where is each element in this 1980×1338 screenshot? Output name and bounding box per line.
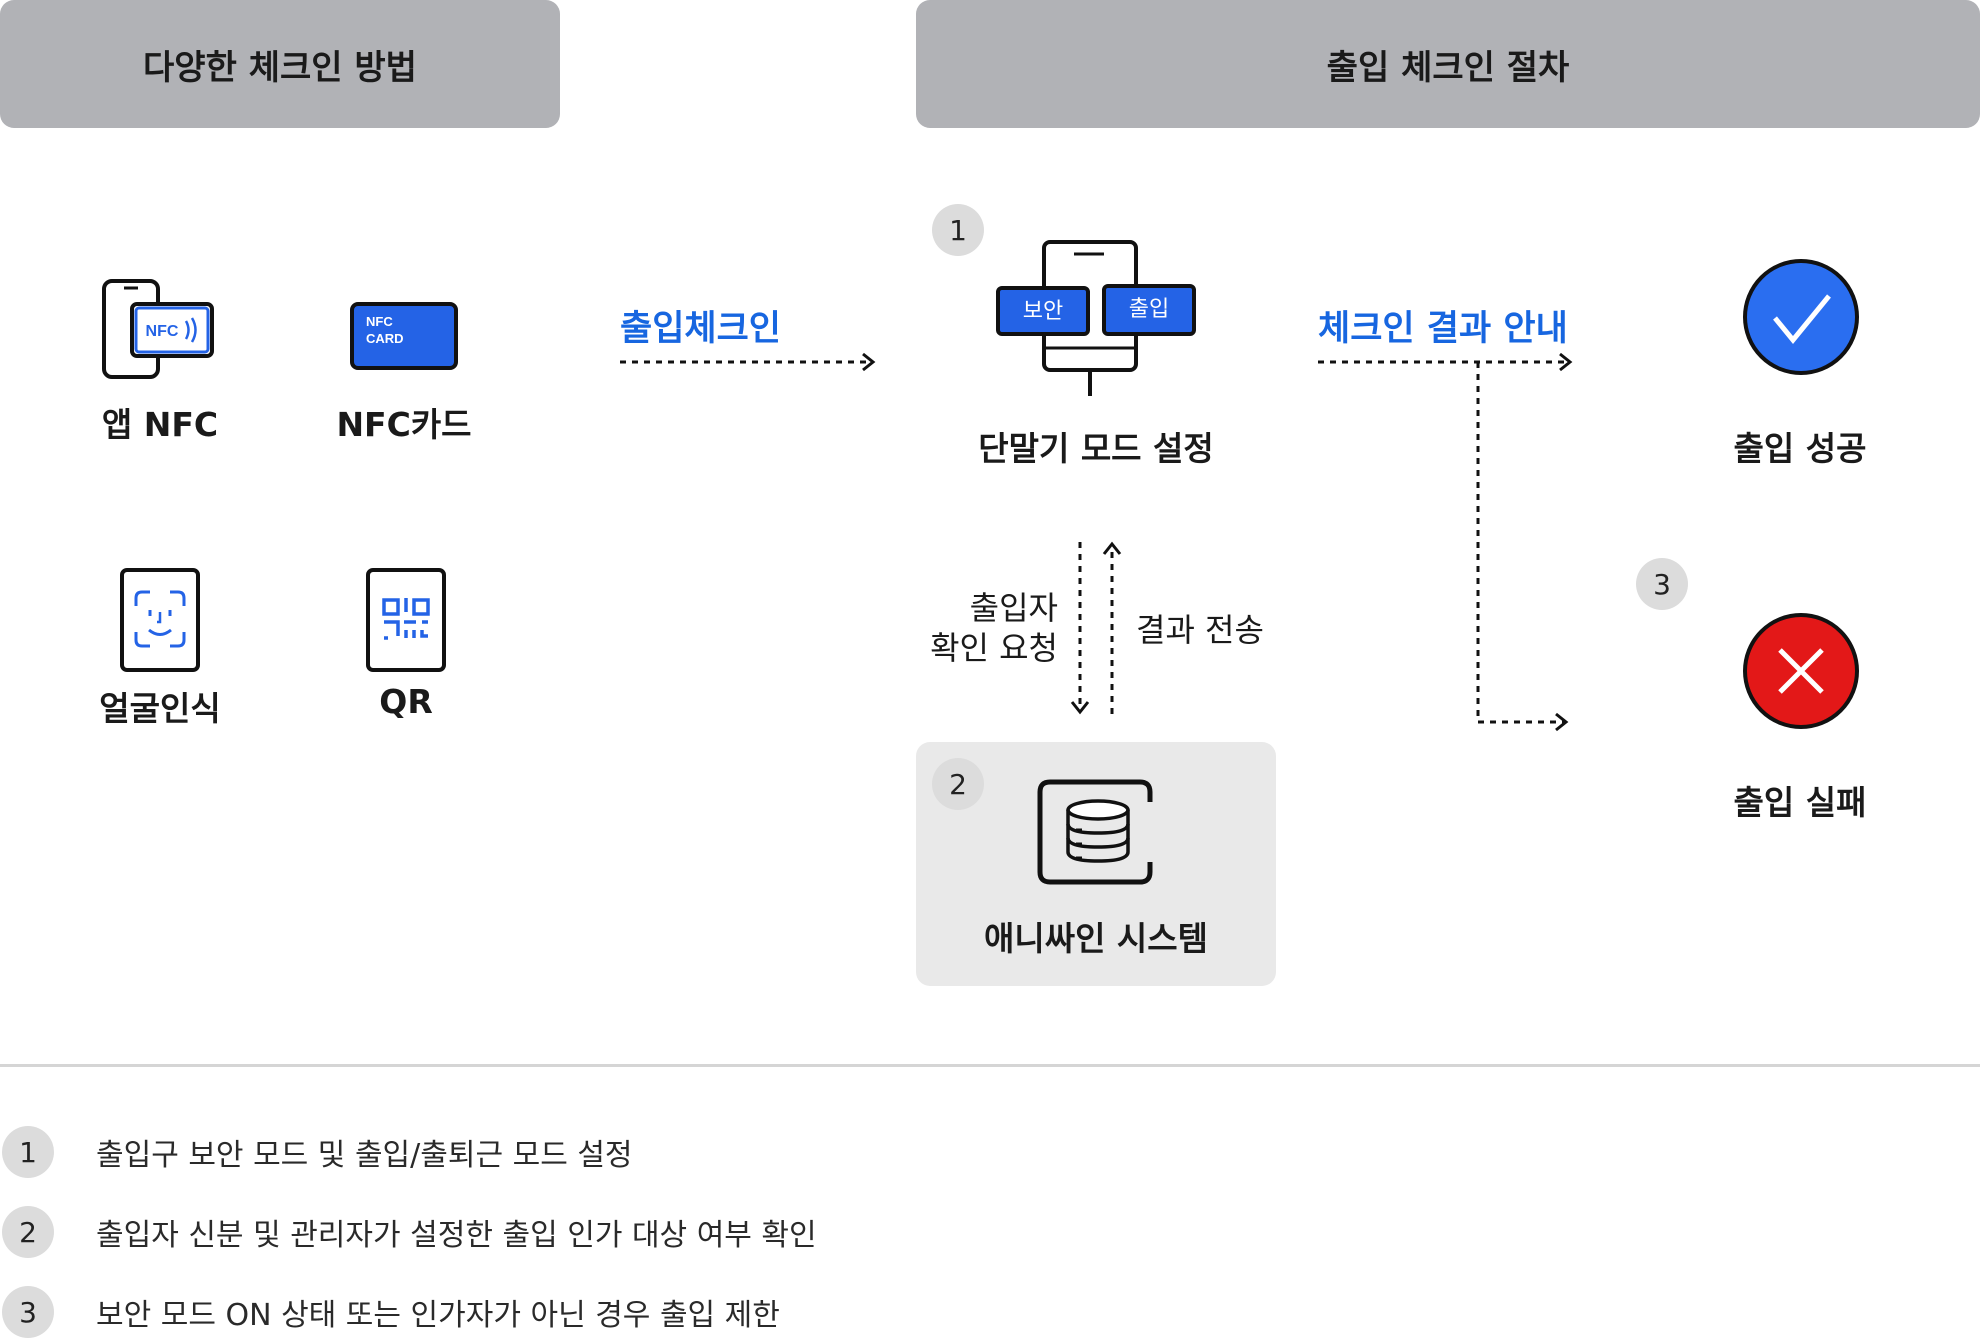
- request-line2: 확인 요청: [930, 629, 1058, 667]
- checkin-label: 출입체크인: [620, 309, 782, 349]
- phone-nfc-icon-text: NFC: [146, 323, 179, 340]
- note-text: 보안 모드 ON 상태 또는 인가자가 아닌 경우 출입 제한: [96, 1298, 780, 1333]
- nfc-card-icon: NFC CARD: [350, 302, 458, 370]
- note-badge: 1: [2, 1126, 54, 1178]
- failure-label: 출입 실패: [1733, 783, 1867, 822]
- note-badge: 3: [2, 1286, 54, 1338]
- terminal-label: 단말기 모드 설정: [978, 429, 1214, 468]
- database-icon: [1037, 779, 1153, 885]
- method-label-face: 얼굴인식: [99, 689, 221, 728]
- note-row: 1 출입구 보안 모드 및 출입/출퇴근 모드 설정: [0, 1126, 633, 1178]
- qr-code-icon: [366, 568, 446, 672]
- divider: [0, 1064, 1980, 1067]
- request-arrow: [1070, 542, 1090, 715]
- terminal-icon: 보안 출입: [996, 240, 1196, 396]
- note-text: 출입자 신분 및 관리자가 설정한 출입 인가 대상 여부 확인: [96, 1218, 817, 1253]
- request-line1: 출입자: [969, 589, 1058, 627]
- procedure-header-title: 출입 체크인 절차: [1326, 47, 1570, 88]
- face-recognition-icon: [120, 568, 200, 672]
- note-text: 출입구 보안 모드 및 출입/출퇴근 모드 설정: [96, 1138, 633, 1173]
- method-label-nfc-card: NFC카드: [336, 405, 472, 444]
- nfc-card-icon-text-1: NFC: [366, 314, 393, 329]
- failure-x-icon: [1743, 613, 1859, 729]
- result-arrows: [1318, 352, 1573, 732]
- step-badge-2: 2: [932, 758, 984, 810]
- checkin-arrow: [620, 352, 876, 372]
- note-row: 2 출입자 신분 및 관리자가 설정한 출입 인가 대상 여부 확인: [0, 1206, 817, 1258]
- system-label: 애니싸인 시스템: [983, 919, 1208, 958]
- methods-header-title: 다양한 체크인 방법: [143, 47, 417, 88]
- method-label-app-nfc: 앱 NFC: [101, 405, 219, 444]
- response-arrow: [1102, 541, 1122, 714]
- mode-entry-text: 출입: [1129, 297, 1169, 322]
- step-badge-1: 1: [932, 204, 984, 256]
- step-badge-3: 3: [1636, 558, 1688, 610]
- methods-header: 다양한 체크인 방법: [0, 0, 560, 128]
- method-label-qr: QR: [379, 682, 433, 721]
- phone-nfc-icon: NFC: [102, 279, 214, 379]
- note-badge: 2: [2, 1206, 54, 1258]
- result-label: 체크인 결과 안내: [1318, 309, 1568, 349]
- procedure-header: 출입 체크인 절차: [916, 0, 1980, 128]
- nfc-card-icon-text-2: CARD: [366, 331, 404, 346]
- mode-entry-chip: [1102, 284, 1196, 336]
- mode-security-text: 보안: [1023, 299, 1063, 324]
- methods-panel: [0, 190, 562, 840]
- note-row: 3 보안 모드 ON 상태 또는 인가자가 아닌 경우 출입 제한: [0, 1286, 780, 1338]
- response-label: 결과 전송: [1136, 611, 1264, 649]
- success-label: 출입 성공: [1733, 429, 1867, 468]
- success-check-icon: [1743, 259, 1859, 375]
- mode-security-chip: [996, 286, 1090, 336]
